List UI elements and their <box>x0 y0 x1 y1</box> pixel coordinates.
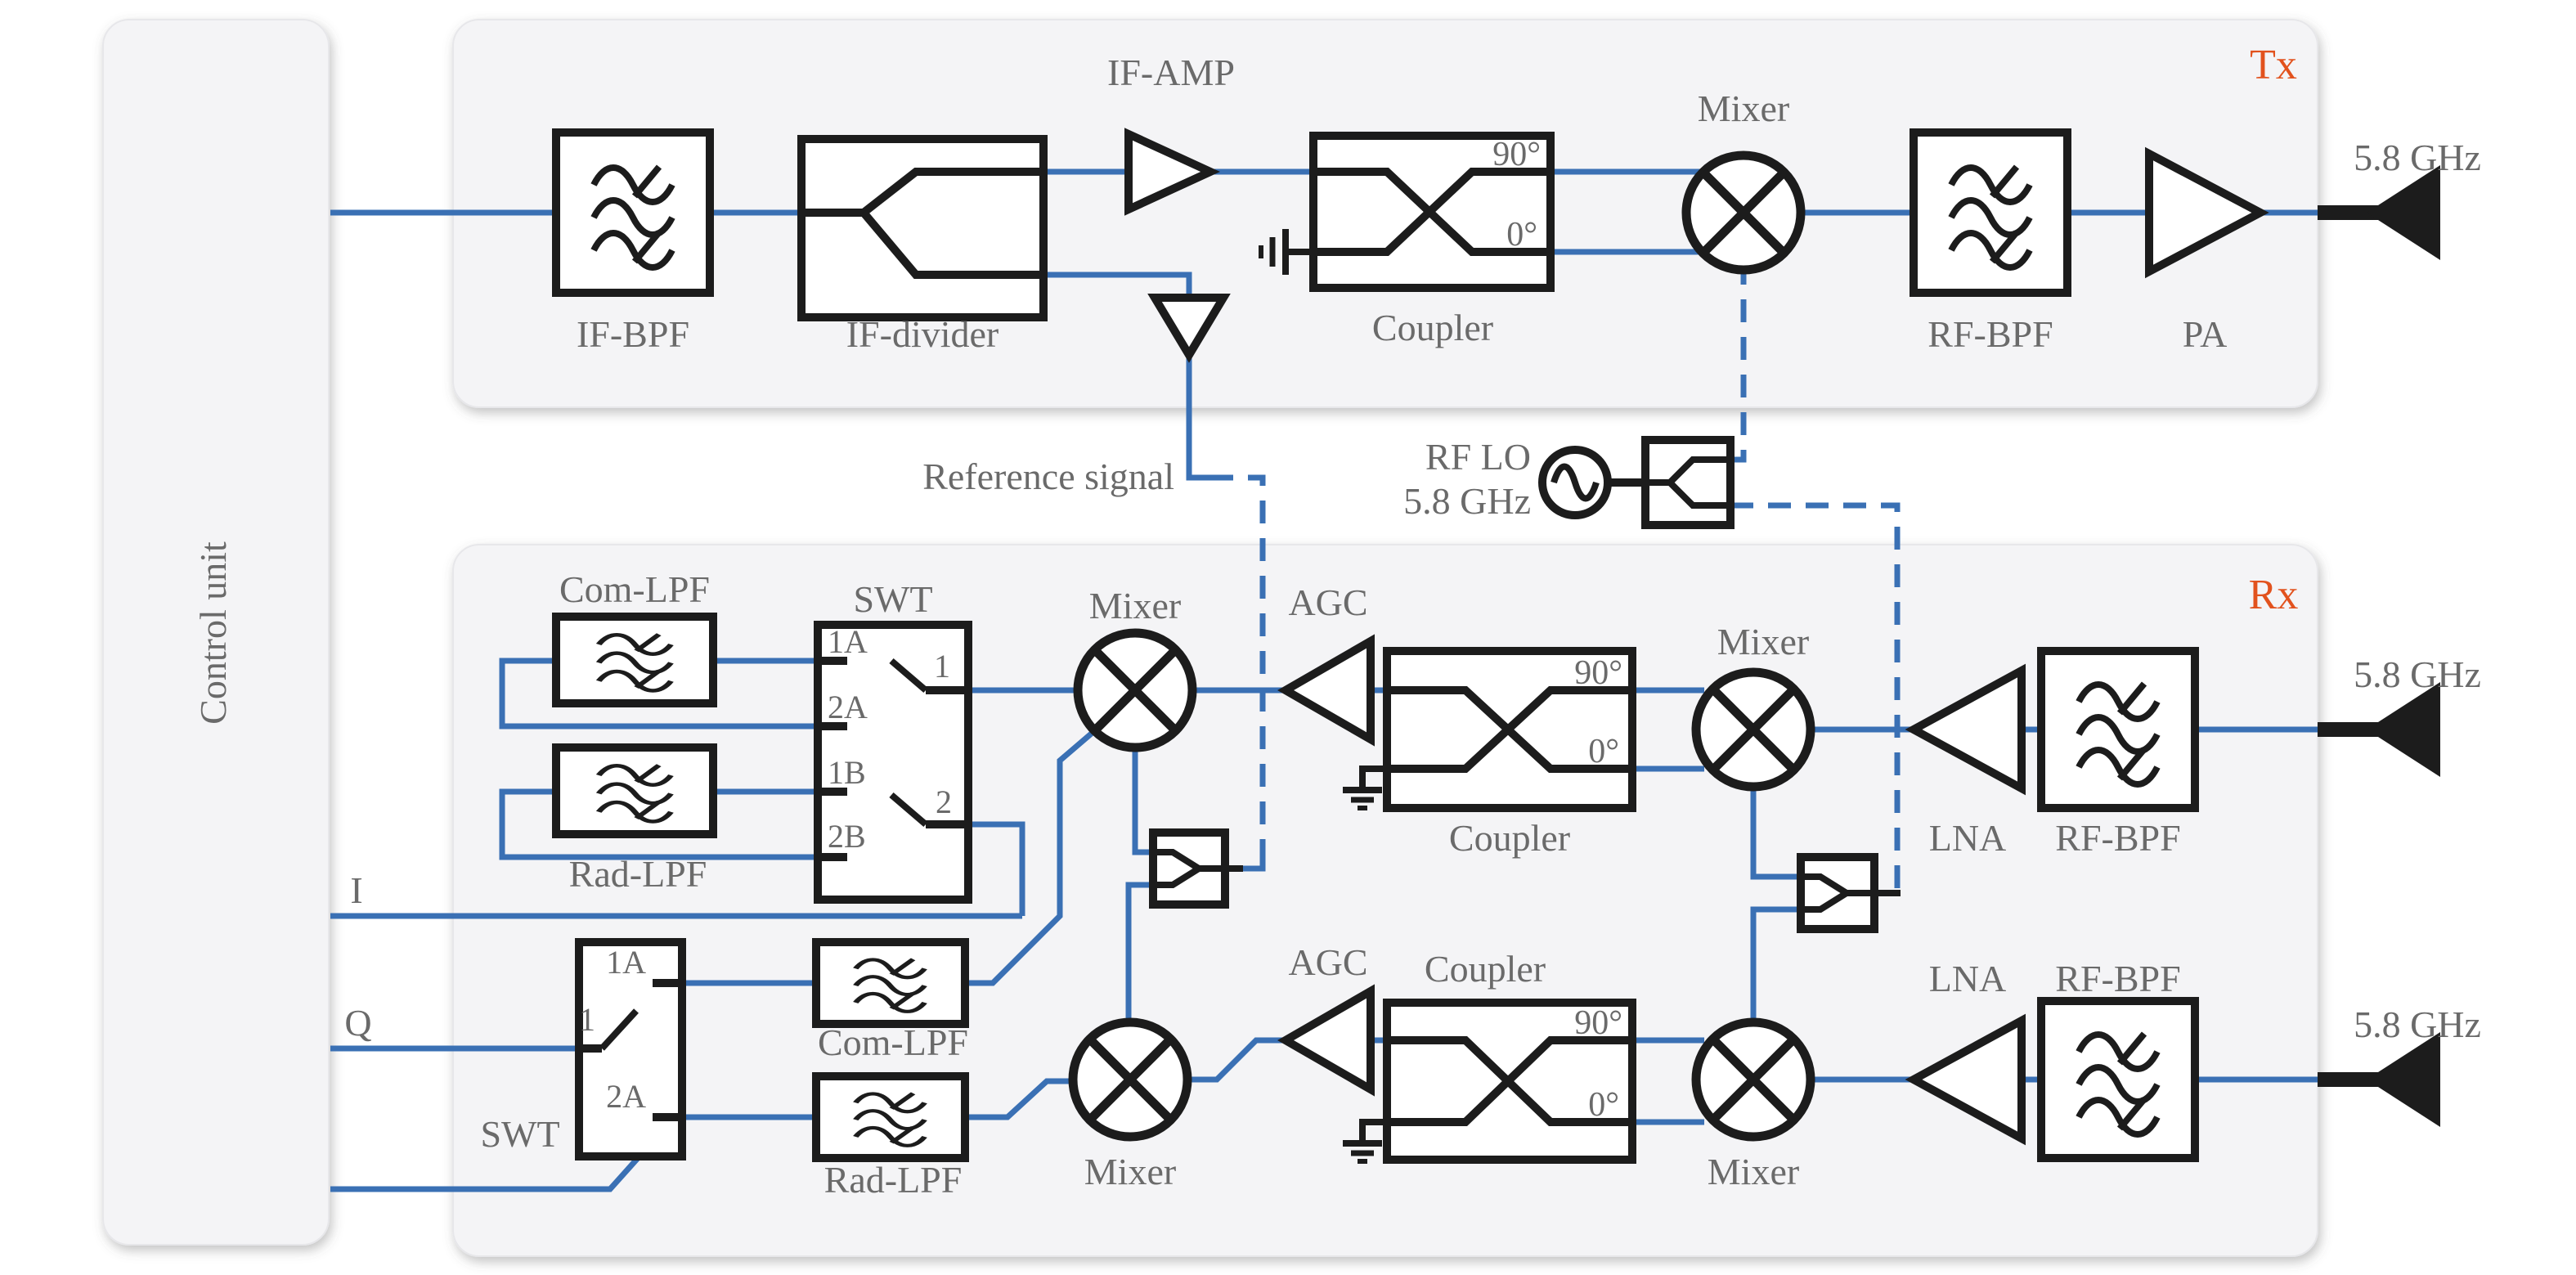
rx-upper-mixer-rf-label: Mixer <box>1717 621 1809 662</box>
rx-upper-swt-port-2b: 2B <box>828 818 866 855</box>
rx-upper-agc-label: AGC <box>1288 581 1367 623</box>
rx-lower-lna <box>1905 1013 2026 1146</box>
tx-if-bpf <box>552 128 714 297</box>
rx-lower-antenna-freq-label: 5.8 GHz <box>2354 1003 2481 1045</box>
rx-upper-lna-label: LNA <box>1929 817 2007 859</box>
rx-i-label: I <box>350 869 362 911</box>
rx-upper-mixer-rf <box>1696 672 1811 787</box>
rx-lower-coupler-label: Coupler <box>1425 948 1546 990</box>
rx-upper-swt-port-2a: 2A <box>828 689 868 725</box>
rx-upper-swt-switch-2-label: 2 <box>936 783 952 820</box>
rx-upper-swt-port-1a: 1A <box>828 623 868 660</box>
tx-if-divider <box>797 135 1048 321</box>
rx-lower-lna-label: LNA <box>1929 958 2007 999</box>
rf-lo-name-label: RF LO <box>1425 436 1531 478</box>
tx-if-amp <box>1124 128 1220 216</box>
rx-upper-rad-lpf <box>552 743 717 838</box>
rx-upper-swt-label: SWT <box>853 578 932 620</box>
rx-lower-agc-label: AGC <box>1288 941 1367 983</box>
rx-lower-swt-switch-1-label: 1 <box>579 1001 595 1038</box>
rx-lower-coupler-0-label: 0° <box>1588 1086 1619 1124</box>
tx-signal-lines <box>330 168 2318 481</box>
rx-upper-coupler <box>1343 647 1636 812</box>
tx-antenna-freq-label: 5.8 GHz <box>2354 137 2481 178</box>
rx-upper-coupler-label: Coupler <box>1449 817 1570 859</box>
rx-upper-swt-switch-1-label: 1 <box>934 648 950 685</box>
rx-lower-rf-bpf <box>2037 997 2199 1162</box>
tx-coupler <box>1259 132 1555 292</box>
rx-lower-mixer-bb-label: Mixer <box>1084 1151 1176 1192</box>
tx-mixer-label: Mixer <box>1698 88 1789 129</box>
rx-lower-agc <box>1277 984 1375 1097</box>
reference-signal-label: Reference signal <box>922 456 1174 497</box>
lo-distribution-lines <box>1210 268 1901 891</box>
rx-lower-coupler-ground-icon <box>1343 1119 1387 1164</box>
rx-upper-coupler-0-label: 0° <box>1588 733 1619 770</box>
rx-upper-signal-lines <box>330 658 2318 1022</box>
rx-lower-mixer-rf-label: Mixer <box>1708 1151 1799 1192</box>
tx-coupler-label: Coupler <box>1372 307 1493 348</box>
rx-upper-swt <box>814 621 972 904</box>
tx-antenna-icon <box>2318 165 2440 260</box>
rx-upper-swt-switch-2 <box>889 792 968 828</box>
rx-upper-antenna-icon <box>2318 682 2440 777</box>
tx-coupler-0-label: 0° <box>1506 216 1537 254</box>
rx-upper-com-lpf-label: Com-LPF <box>559 568 710 610</box>
rx-upper-coupler-90-label: 90° <box>1574 654 1622 692</box>
rf-lo-freq-label: 5.8 GHz <box>1403 480 1531 522</box>
rx-upper-rad-lpf-label: Rad-LPF <box>569 853 707 895</box>
rx-lower-rf-bpf-label: RF-BPF <box>2055 958 2180 999</box>
rf-lo-oscillator-icon <box>1538 446 1645 519</box>
rx-upper-swt-switch-1 <box>889 658 968 694</box>
reference-buffer-amp <box>1147 294 1231 363</box>
rx-lower-swt-switch-1 <box>579 1008 639 1053</box>
rx-lower-rad-lpf-label: Rad-LPF <box>824 1159 963 1201</box>
rx-lower-rad-lpf <box>812 1072 969 1162</box>
control-unit-label: Control unit <box>192 541 234 725</box>
tx-coupler-ground-icon <box>1259 229 1313 275</box>
rx-upper-com-lpf <box>552 613 717 707</box>
rx-upper-antenna-freq-label: 5.8 GHz <box>2354 653 2481 695</box>
rx-upper-coupler-ground-icon <box>1343 765 1387 810</box>
rx-q-label: Q <box>344 1002 371 1044</box>
tx-pa-label: PA <box>2183 313 2228 355</box>
rx-left-lo-splitter <box>1149 828 1243 909</box>
rx-upper-mixer-baseband <box>1078 633 1192 747</box>
rx-lower-swt-port-2a: 2A <box>606 1078 646 1115</box>
rx-lower-swt-label: SWT <box>480 1113 559 1155</box>
rx-lower-mixer-baseband <box>1073 1022 1187 1137</box>
rf-lo-splitter <box>1641 436 1735 529</box>
rx-upper-swt-port-1b: 1B <box>828 754 866 791</box>
tx-pa <box>2145 146 2269 279</box>
control-unit-panel <box>102 19 330 1246</box>
rx-lower-com-lpf-label: Com-LPF <box>818 1021 968 1063</box>
rx-lower-swt <box>575 938 686 1161</box>
tx-rf-bpf-label: RF-BPF <box>1928 313 2053 355</box>
rx-upper-mixer-bb-label: Mixer <box>1089 585 1181 626</box>
rx-lower-mixer-rf <box>1696 1022 1811 1137</box>
rx-lower-antenna-icon <box>2318 1032 2440 1127</box>
rx-right-lo-splitter <box>1797 853 1901 933</box>
rx-upper-agc <box>1277 634 1375 747</box>
rx-upper-lna <box>1905 663 2026 796</box>
rx-tag: Rx <box>2249 572 2299 618</box>
tx-tag: Tx <box>2250 42 2297 88</box>
tx-rf-bpf <box>1910 128 2071 297</box>
rx-lower-coupler-90-label: 90° <box>1574 1004 1622 1042</box>
tx-if-divider-label: IF-divider <box>846 313 999 355</box>
tx-if-bpf-label: IF-BPF <box>577 313 689 355</box>
rx-lower-coupler <box>1343 999 1636 1164</box>
tx-coupler-90-label: 90° <box>1492 136 1541 173</box>
rx-upper-rf-bpf-label: RF-BPF <box>2055 817 2180 859</box>
rx-lower-com-lpf <box>812 938 969 1028</box>
tx-if-amp-label: IF-AMP <box>1107 52 1235 93</box>
rx-upper-rf-bpf <box>2037 647 2199 812</box>
rx-lower-swt-port-1a: 1A <box>606 944 646 981</box>
tx-mixer <box>1686 155 1801 270</box>
rx-lower-signal-lines <box>330 980 2318 1192</box>
